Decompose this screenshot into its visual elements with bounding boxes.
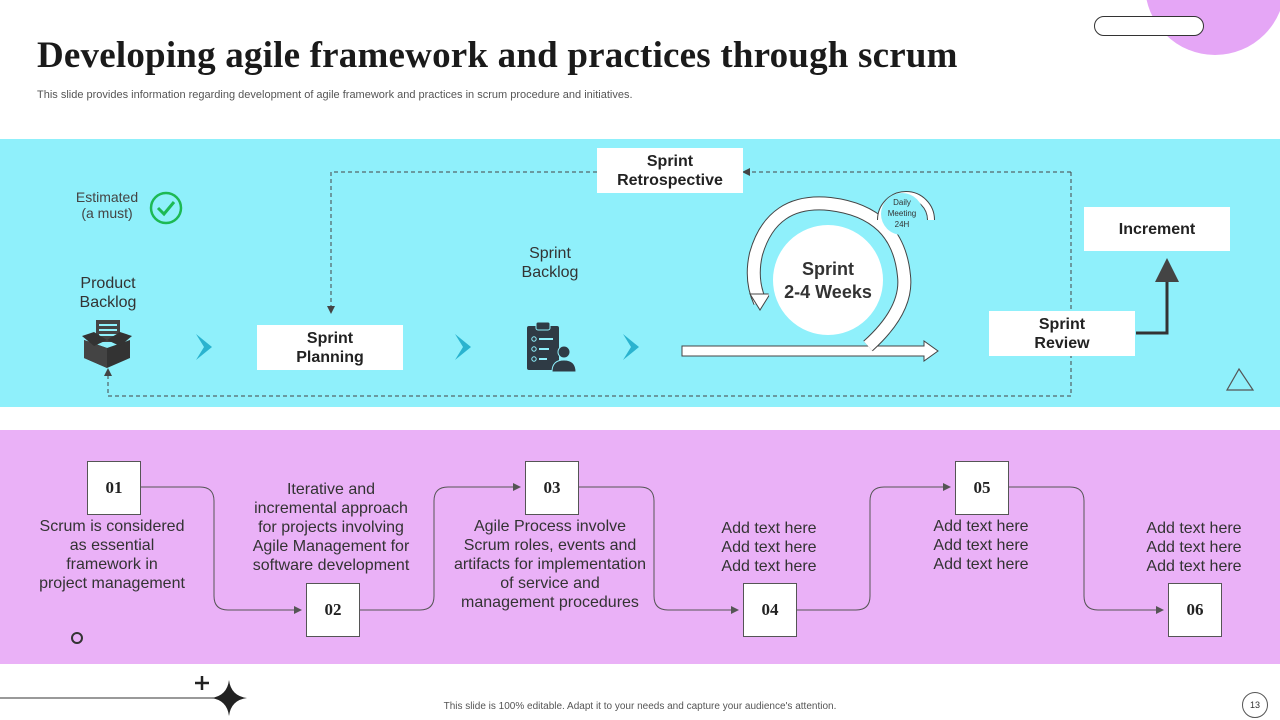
check-circle-icon [149, 191, 183, 225]
sprint-backlog-label: Sprint Backlog [521, 245, 579, 281]
step-number-box: 04 [743, 583, 797, 637]
product-backlog-label: Product Backlog [79, 275, 137, 311]
backlog-box-icon [82, 320, 132, 368]
estimated-label: Estimated (a must) [75, 189, 139, 221]
page-number: 13 [1242, 692, 1268, 718]
sprint-retrospective-box: Sprint Retrospective [597, 148, 743, 193]
daily-meeting-label: Daily Meeting 24H [887, 198, 917, 229]
decorative-pill [1094, 16, 1204, 36]
step-description: Add text here Add text here Add text her… [1146, 520, 1242, 575]
sprint-planning-box: Sprint Planning [257, 325, 403, 370]
sprint-review-box: Sprint Review [989, 311, 1135, 356]
page-subtitle: This slide provides information regardin… [37, 89, 633, 101]
step-number-box: 02 [306, 583, 360, 637]
sprint-duration-label: Sprint 2-4 Weeks [784, 259, 872, 302]
step-description: Add text here Add text here Add text her… [721, 520, 817, 575]
page-title: Developing agile framework and practices… [37, 35, 958, 76]
footer-note: This slide is 100% editable. Adapt it to… [443, 701, 837, 712]
step-number-box: 01 [87, 461, 141, 515]
step-number-box: 06 [1168, 583, 1222, 637]
step-description: Add text here Add text here Add text her… [933, 518, 1029, 573]
chevron-icon [196, 334, 639, 360]
steps-band [0, 430, 1280, 664]
increment-box: Increment [1084, 207, 1230, 251]
clipboard-user-icon [527, 321, 577, 373]
step-description: Agile Process involve Scrum roles, event… [453, 518, 647, 611]
step-number-box: 05 [955, 461, 1009, 515]
step-number-box: 03 [525, 461, 579, 515]
step-description: Scrum is considered as essential framewo… [39, 518, 185, 592]
step-description: Iterative and incremental approach for p… [252, 481, 410, 574]
sprint-cycle-graphic [681, 191, 939, 362]
